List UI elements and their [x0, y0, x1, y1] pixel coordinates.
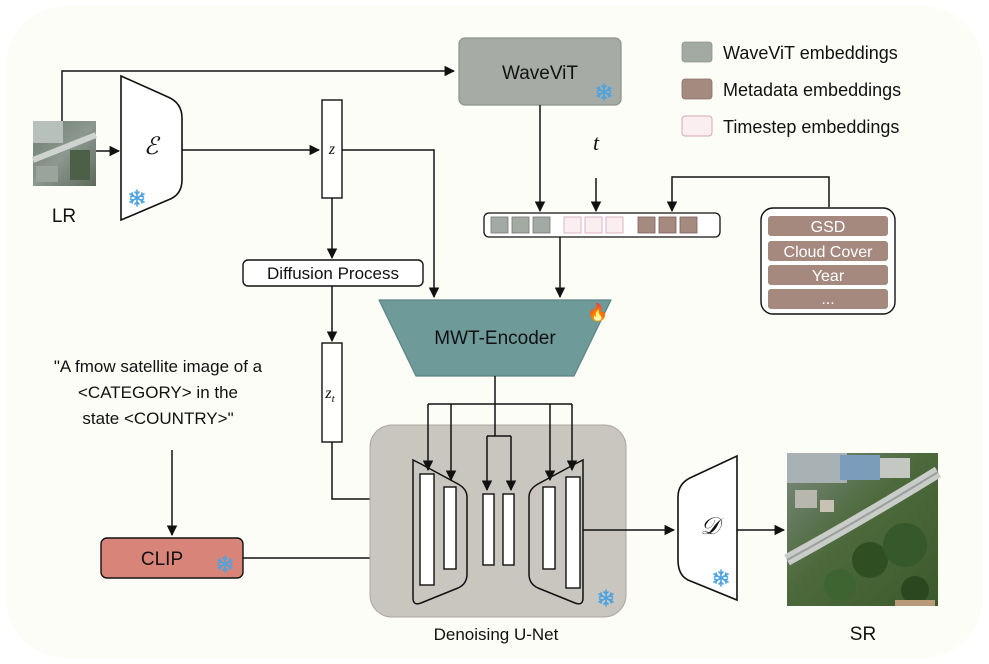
legend-swatch-wavevit: [681, 41, 713, 63]
unet-feature-block: [542, 486, 556, 570]
unet-label: Denoising U-Net: [434, 625, 559, 644]
metadata-item-label: ...: [821, 291, 834, 308]
wavevit-embedding-token: [511, 216, 530, 234]
legend-label: Timestep embeddings: [723, 117, 899, 137]
metadata-item-cloud-cover: [768, 241, 888, 261]
arrow-metadata-to-embeddings: [666, 176, 830, 213]
latent-z-box: z: [321, 99, 343, 199]
lr-image: [31, 121, 98, 186]
clip-label: CLIP: [141, 549, 183, 570]
encoder-symbol: ℰ: [144, 134, 161, 160]
mwt-encoder-block: MWT-Encoder 🔥: [378, 299, 612, 377]
diffusion-label: Diffusion Process: [267, 264, 399, 283]
timestep-embedding-token: [584, 216, 603, 234]
unet-feature-block: [443, 486, 457, 570]
mwt-to-unet-connections: [422, 376, 578, 492]
diffusion-process-box: Diffusion Process: [242, 259, 424, 287]
encoder-block: ℰ: [120, 74, 183, 222]
embedding-bar: [483, 212, 721, 238]
fire-icon: 🔥: [587, 302, 608, 322]
wavevit-embedding-token: [532, 216, 551, 234]
prompt-line-1: "A fmow satellite image of a: [54, 357, 263, 376]
metadata-item-label: GSD: [811, 219, 846, 236]
timestep-symbol: t: [593, 130, 600, 155]
prompt-line-3: state <COUNTRY>": [82, 409, 233, 428]
arrow-lr-to-wavevit: [61, 65, 456, 121]
timestep-embedding-token: [563, 216, 582, 234]
metadata-item-label: Year: [812, 268, 845, 285]
text-prompt: "A fmow satellite image of a <CATEGORY> …: [54, 357, 263, 428]
metadata-embedding-token: [637, 216, 656, 234]
decoder-block: 𝒟: [677, 454, 738, 602]
legend-label: Metadata embeddings: [723, 80, 901, 100]
metadata-item-gsd: [768, 216, 888, 236]
latent-zt-label: zt: [324, 385, 335, 405]
unet-feature-block: [419, 473, 435, 586]
arrow-z-to-mwt: [342, 149, 440, 299]
sr-image: [784, 453, 942, 606]
metadata-item-year: [768, 265, 888, 285]
metadata-item-more: [768, 289, 888, 309]
metadata-item-label: Cloud Cover: [784, 244, 874, 261]
wavevit-label: WaveViT: [502, 63, 578, 84]
unet-structure: [412, 458, 584, 605]
unet-feature-block: [502, 493, 515, 566]
unet-feature-block: [482, 493, 495, 566]
denoising-unet-block: [369, 424, 627, 618]
legend: WaveViT embeddings Metadata embeddings T…: [681, 41, 901, 137]
unet-feature-block: [565, 476, 581, 589]
legend-label: WaveViT embeddings: [723, 43, 898, 63]
metadata-panel: GSD Cloud Cover Year ...: [760, 207, 896, 315]
sr-label: SR: [850, 624, 876, 645]
metadata-embedding-token: [658, 216, 677, 234]
metadata-embedding-token: [679, 216, 698, 234]
timestep-embedding-token: [605, 216, 624, 234]
wavevit-block: WaveViT: [458, 37, 622, 106]
prompt-line-2: <CATEGORY> in the: [78, 383, 238, 402]
mwt-encoder-label: MWT-Encoder: [434, 328, 556, 349]
latent-z-label: z: [328, 141, 336, 158]
legend-swatch-metadata: [681, 78, 713, 100]
latent-zt-box: zt: [321, 342, 343, 443]
wavevit-embedding-token: [490, 216, 509, 234]
clip-block: CLIP: [100, 537, 244, 579]
legend-swatch-timestep: [681, 115, 713, 137]
lr-label: LR: [52, 206, 76, 227]
